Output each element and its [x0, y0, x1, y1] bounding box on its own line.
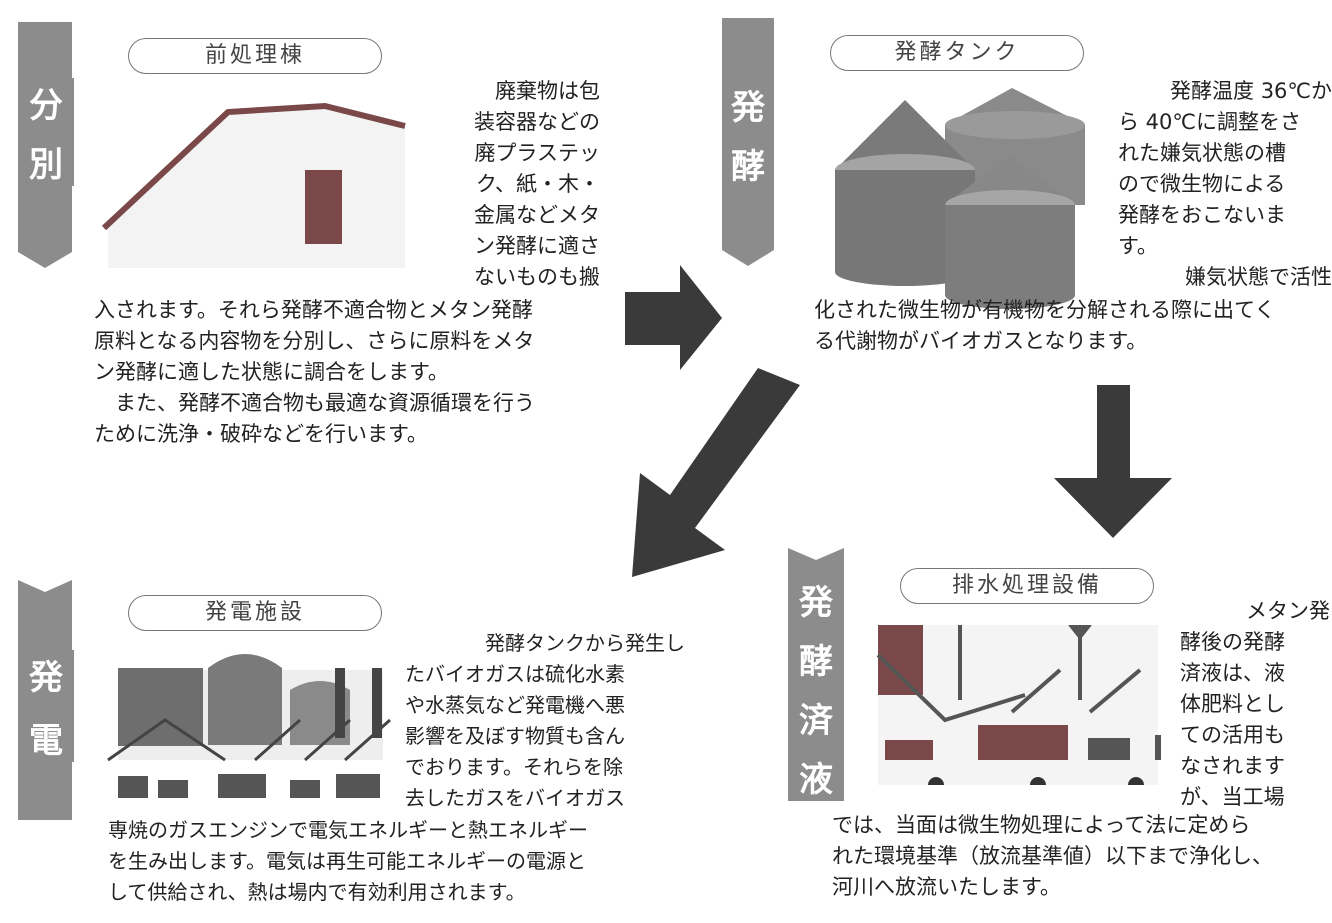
- fermentation-tank-illustration: [835, 88, 1085, 309]
- power-text-side: 発酵タンクから発生し たバイオガスは硫化水素 や水蒸気など発電機へ悪 影響を及ぼ…: [405, 631, 685, 810]
- sorting-facility-label: 前処理棟: [128, 38, 382, 74]
- wastewater-treatment-illustration: [876, 625, 1161, 785]
- arrow-right: [625, 265, 722, 370]
- fermentation-banner: 発酵: [722, 80, 774, 188]
- digestate-facility-label: 排水処理設備: [900, 568, 1154, 604]
- power-text-full: 専焼のガスエンジンで電気エネルギーと熱エネルギー を生み出します。電気は再生可能…: [108, 818, 588, 904]
- fermentation-text-side: 発酵温度 36℃か ら 40℃に調整をさ れた嫌気状態の槽 ので微生物による 発…: [1118, 79, 1332, 289]
- power-facility-label: 発電施設: [128, 595, 382, 631]
- pretreatment-building-illustration: [101, 102, 406, 268]
- power-banner: 発電: [18, 650, 74, 762]
- fermentation-facility-label: 発酵タンク: [830, 35, 1084, 71]
- sorting-text-full: 入されます。それら発酵不適合物とメタン発酵 原料となる内容物を分別し、さらに原料…: [94, 298, 535, 446]
- sorting-banner: 分別: [18, 78, 74, 186]
- digestate-text-side: メタン発 酵後の発酵 済液は、液 体肥料とし ての活用も なされます が、当工場: [1180, 599, 1330, 809]
- sorting-text-side: 廃棄物は包 装容器などの 廃プラステッ ク、紙・木・ 金属などメタ ン発酵に適さ…: [474, 79, 600, 289]
- digestate-text-full: では、当面は微生物処理によって法に定めら れた環境基準（放流基準値）以下まで浄化…: [832, 813, 1273, 899]
- arrow-diagonal: [632, 368, 800, 577]
- digestate-banner: 発酵済液: [788, 575, 844, 801]
- power-plant-illustration: [107, 654, 391, 798]
- arrow-down: [1054, 385, 1172, 538]
- fermentation-text-full: 化された微生物が有機物を分解される際に出てく る代謝物がバイオガスとなります。: [814, 298, 1276, 353]
